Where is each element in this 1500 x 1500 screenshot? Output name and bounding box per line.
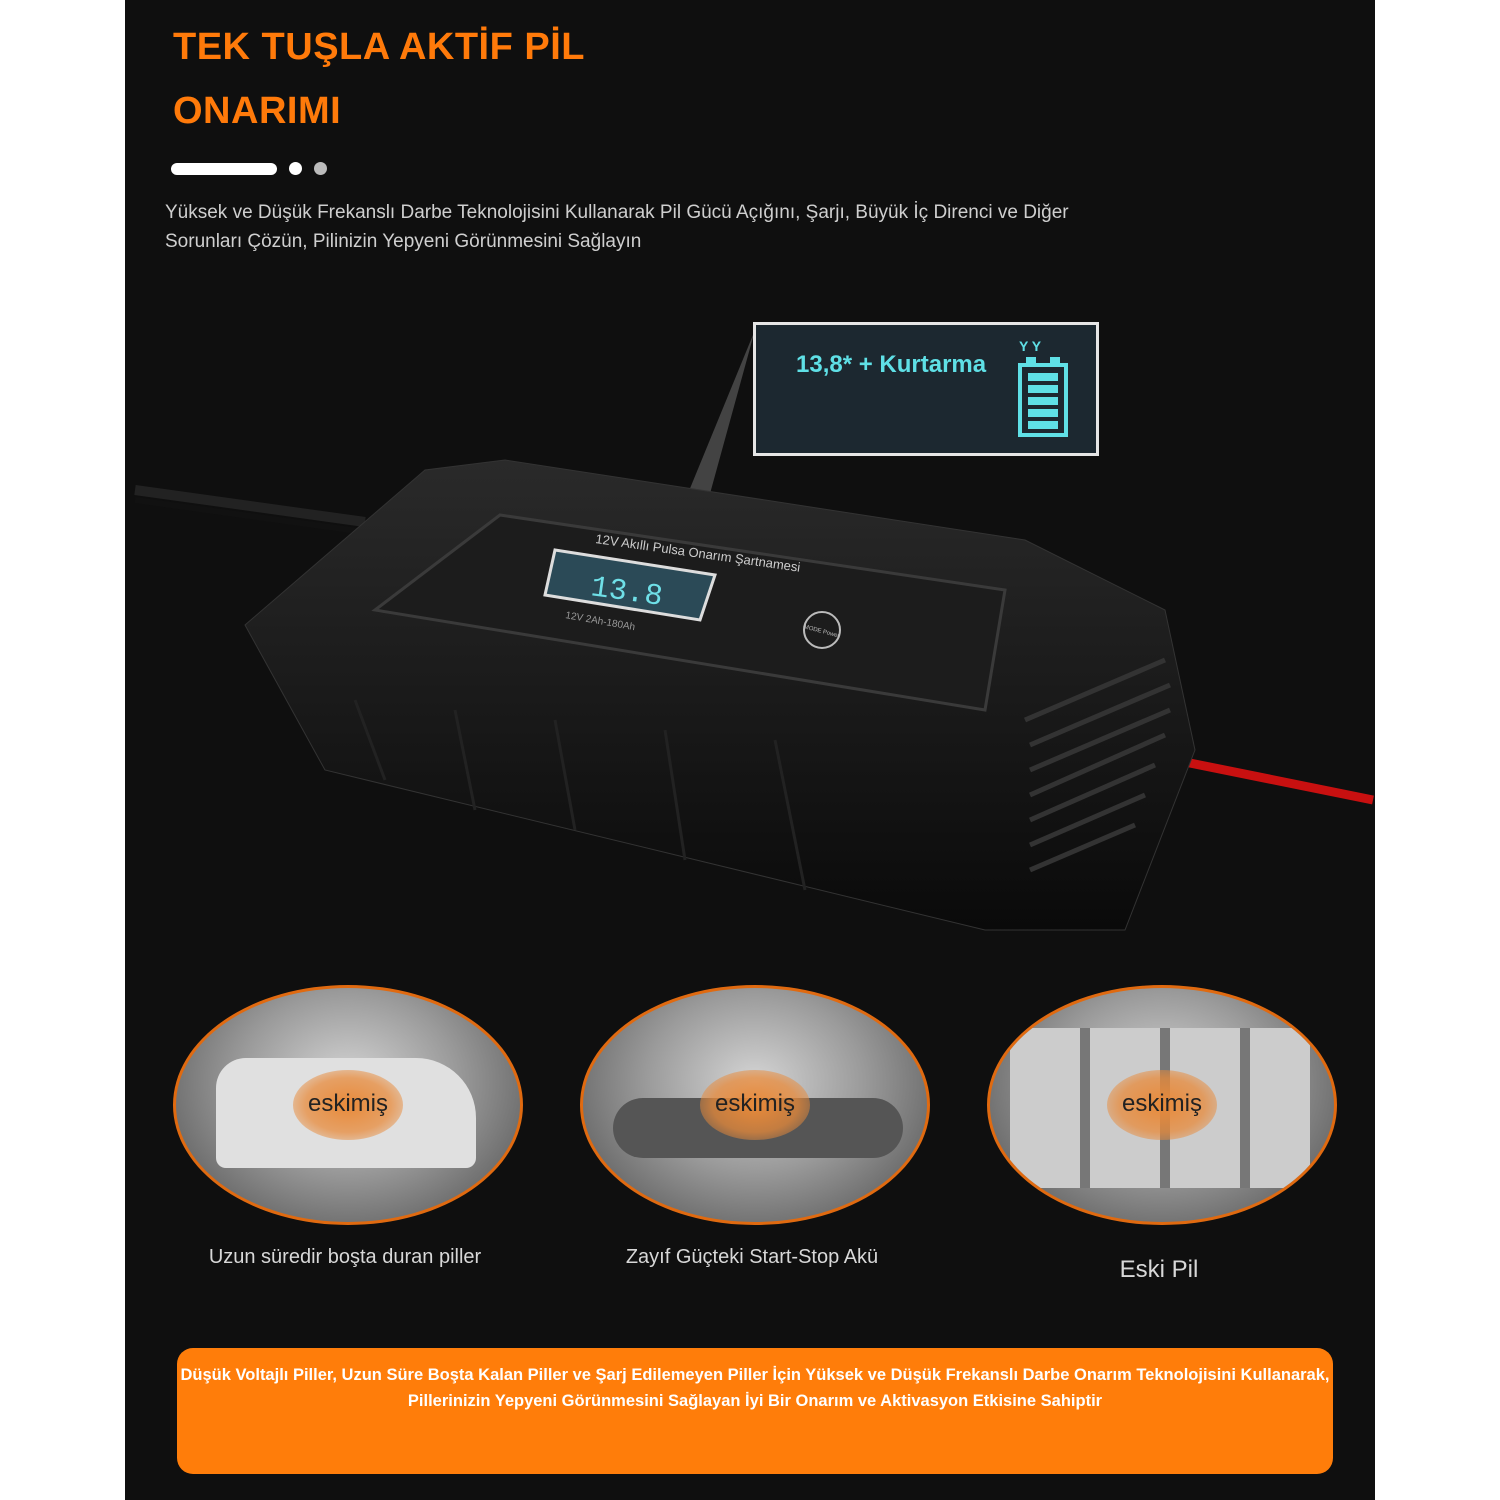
- title-line-1: TEK TUŞLA AKTİF PİL: [173, 26, 585, 68]
- cable-red: [1174, 755, 1374, 805]
- lcd-display: [543, 548, 717, 622]
- badge-old: eskimiş: [700, 1070, 810, 1140]
- banner-line-2: Pillerinizin Yepyeni Görünmesini Sağlaya…: [407, 1392, 1103, 1410]
- carousel-pager: [171, 162, 327, 175]
- front-ribs: [353, 699, 807, 891]
- title-line-2: ONARIMI: [173, 90, 342, 132]
- display-callout: 13,8* + Kurtarma Y Y: [753, 322, 1099, 456]
- badge-text: eskimiş: [714, 1090, 795, 1117]
- pager-active[interactable]: [171, 162, 277, 175]
- caption-idle-batteries: Uzun süredir boşta duran piller: [208, 1246, 482, 1268]
- cable-left: [134, 485, 366, 527]
- example-old-batteries: eskimiş: [987, 985, 1337, 1225]
- caption-old-battery: Eski Pil: [1119, 1256, 1199, 1283]
- description: Yüksek ve Düşük Frekanslı Darbe Teknoloj…: [165, 202, 1069, 252]
- example-old-motorcycle: eskimiş: [580, 985, 930, 1225]
- badge-text: eskimiş: [1121, 1090, 1202, 1117]
- banner-line-1: Düşük Voltajlı Piller, Uzun Süre Boşta K…: [180, 1366, 1330, 1384]
- battery-level-icon: Y Y: [1018, 339, 1068, 437]
- badge-old: eskimiş: [293, 1070, 403, 1140]
- pager-dot-2[interactable]: [289, 162, 302, 175]
- charger-illustration: 13.8 12V Akıllı Pulsa Onarım Şartnamesi …: [134, 330, 1374, 931]
- svg-text:Y Y: Y Y: [1019, 339, 1042, 354]
- vent-slots: [1024, 657, 1171, 873]
- cable-left-2: [134, 497, 366, 535]
- product-panel: TEK TUŞLA AKTİF PİL ONARIMI Yüksek ve Dü…: [125, 0, 1375, 1500]
- badge-old: eskimiş: [1107, 1070, 1217, 1140]
- pager-dot-3[interactable]: [314, 162, 327, 175]
- info-banner: Düşük Voltajlı Piller, Uzun Süre Boşta K…: [177, 1348, 1333, 1474]
- caption-start-stop: Zayıf Güçteki Start-Stop Akü: [625, 1246, 879, 1268]
- example-old-car: eskimiş: [173, 985, 523, 1225]
- badge-text: eskimiş: [307, 1090, 388, 1117]
- callout-text: 13,8* + Kurtarma: [796, 351, 987, 378]
- light-beam: [675, 330, 755, 530]
- mode-button-ring[interactable]: [803, 611, 841, 649]
